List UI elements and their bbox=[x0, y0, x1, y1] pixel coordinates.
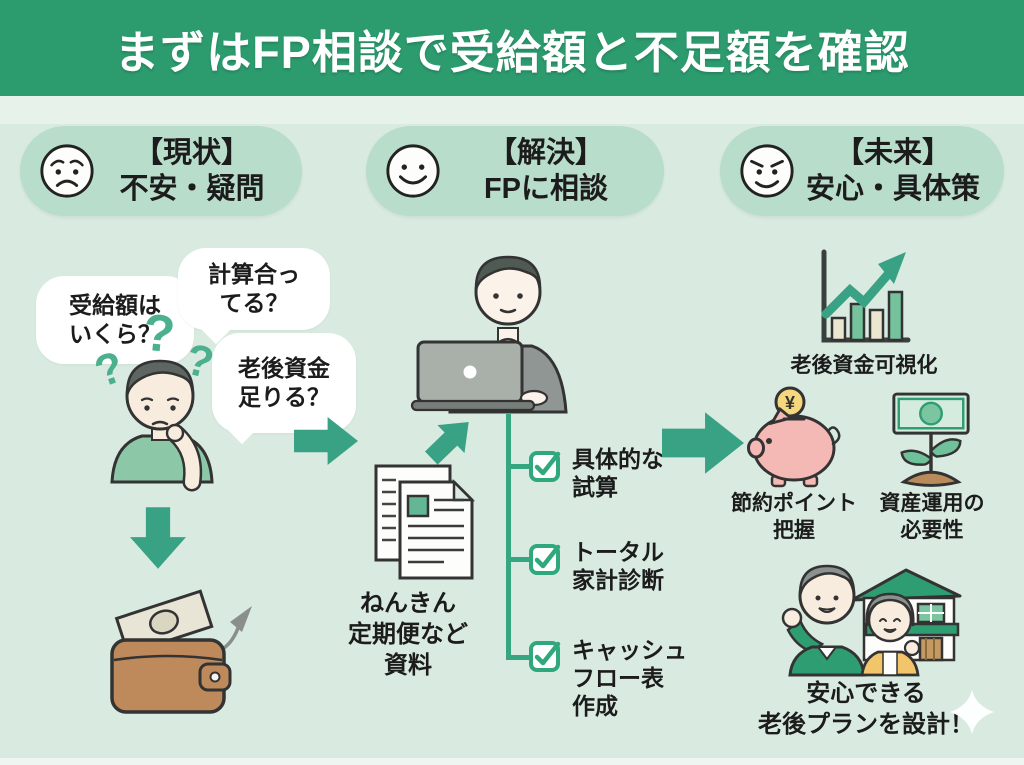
page-title: まずはFP相談で受給額と不足額を確認 bbox=[114, 26, 910, 78]
up-right-arrow-icon bbox=[417, 408, 482, 473]
checklist-branch-line bbox=[511, 557, 532, 562]
checklist-branch-line bbox=[511, 655, 532, 660]
banner-lower-band bbox=[0, 96, 1024, 124]
investment-outcome-label: 資産運用の 必要性 bbox=[879, 492, 985, 543]
speech-bubble-pension-amount: 受給額は いくら？ bbox=[36, 276, 194, 364]
fp-advisor-laptop-illustration bbox=[408, 246, 588, 414]
money-plant-icon bbox=[888, 390, 974, 488]
right-arrow-icon bbox=[294, 412, 358, 470]
checklist-item-household: トータル 家計診断 bbox=[572, 539, 664, 594]
senior-couple-house-illustration bbox=[766, 560, 966, 677]
stage-pill-solution: 【解決】 FPに相談 bbox=[366, 126, 664, 216]
checklist-item-estimate: 具体的な 試算 bbox=[572, 446, 664, 501]
piggy-bank-icon: ¥ bbox=[744, 386, 844, 488]
speech-bubble-text: 計算合っ てる？ bbox=[208, 260, 300, 316]
bottom-strip bbox=[0, 758, 1024, 765]
checklist-connector-line bbox=[506, 414, 511, 660]
sparkle-icon bbox=[950, 690, 994, 734]
worried-face-icon bbox=[38, 142, 96, 200]
checkbox-check-icon bbox=[528, 450, 562, 484]
thinking-person-illustration bbox=[96, 348, 232, 492]
right-arrow-icon bbox=[662, 412, 744, 474]
speech-bubble-calculation: 計算合っ てる？ bbox=[178, 248, 330, 330]
documents-label: ねんきん 定期便など 資料 bbox=[348, 590, 468, 680]
checklist-branch-line bbox=[511, 464, 532, 469]
speech-bubble-text: 老後資金 足りる？ bbox=[238, 354, 330, 410]
checklist-item-cashflow: キャッシュ フロー表 作成 bbox=[572, 637, 687, 720]
stage-label-future: 【未来】 安心・具体策 bbox=[805, 136, 980, 205]
confident-face-icon bbox=[738, 142, 796, 200]
stage-label-solution: 【解決】 FPに相談 bbox=[483, 136, 609, 205]
down-arrow-icon bbox=[130, 506, 186, 570]
wallet-money-icon bbox=[104, 576, 269, 718]
speech-bubble-text: 受給額は いくら？ bbox=[69, 291, 161, 347]
savings-outcome-label: 節約ポイント 把握 bbox=[731, 492, 857, 543]
growth-chart-icon bbox=[810, 249, 911, 348]
title-banner: まずはFP相談で受給額と不足額を確認 bbox=[0, 0, 1024, 96]
checkbox-check-icon bbox=[528, 640, 562, 674]
speech-bubble-retirement-funds: 老後資金 足りる？ bbox=[212, 333, 356, 433]
documents-icon bbox=[366, 462, 488, 584]
stage-pill-future: 【未来】 安心・具体策 bbox=[720, 126, 1004, 216]
smile-face-icon bbox=[384, 142, 442, 200]
goal-label: 安心できる 老後プランを設計！ bbox=[758, 680, 974, 739]
stage-pill-current: 【現状】 不安・疑問 bbox=[20, 126, 302, 216]
checkbox-check-icon bbox=[528, 543, 562, 577]
stage-label-current: 【現状】 不安・疑問 bbox=[119, 136, 265, 205]
yen-symbol: ¥ bbox=[785, 393, 795, 413]
chart-outcome-label: 老後資金可視化 bbox=[790, 354, 938, 377]
